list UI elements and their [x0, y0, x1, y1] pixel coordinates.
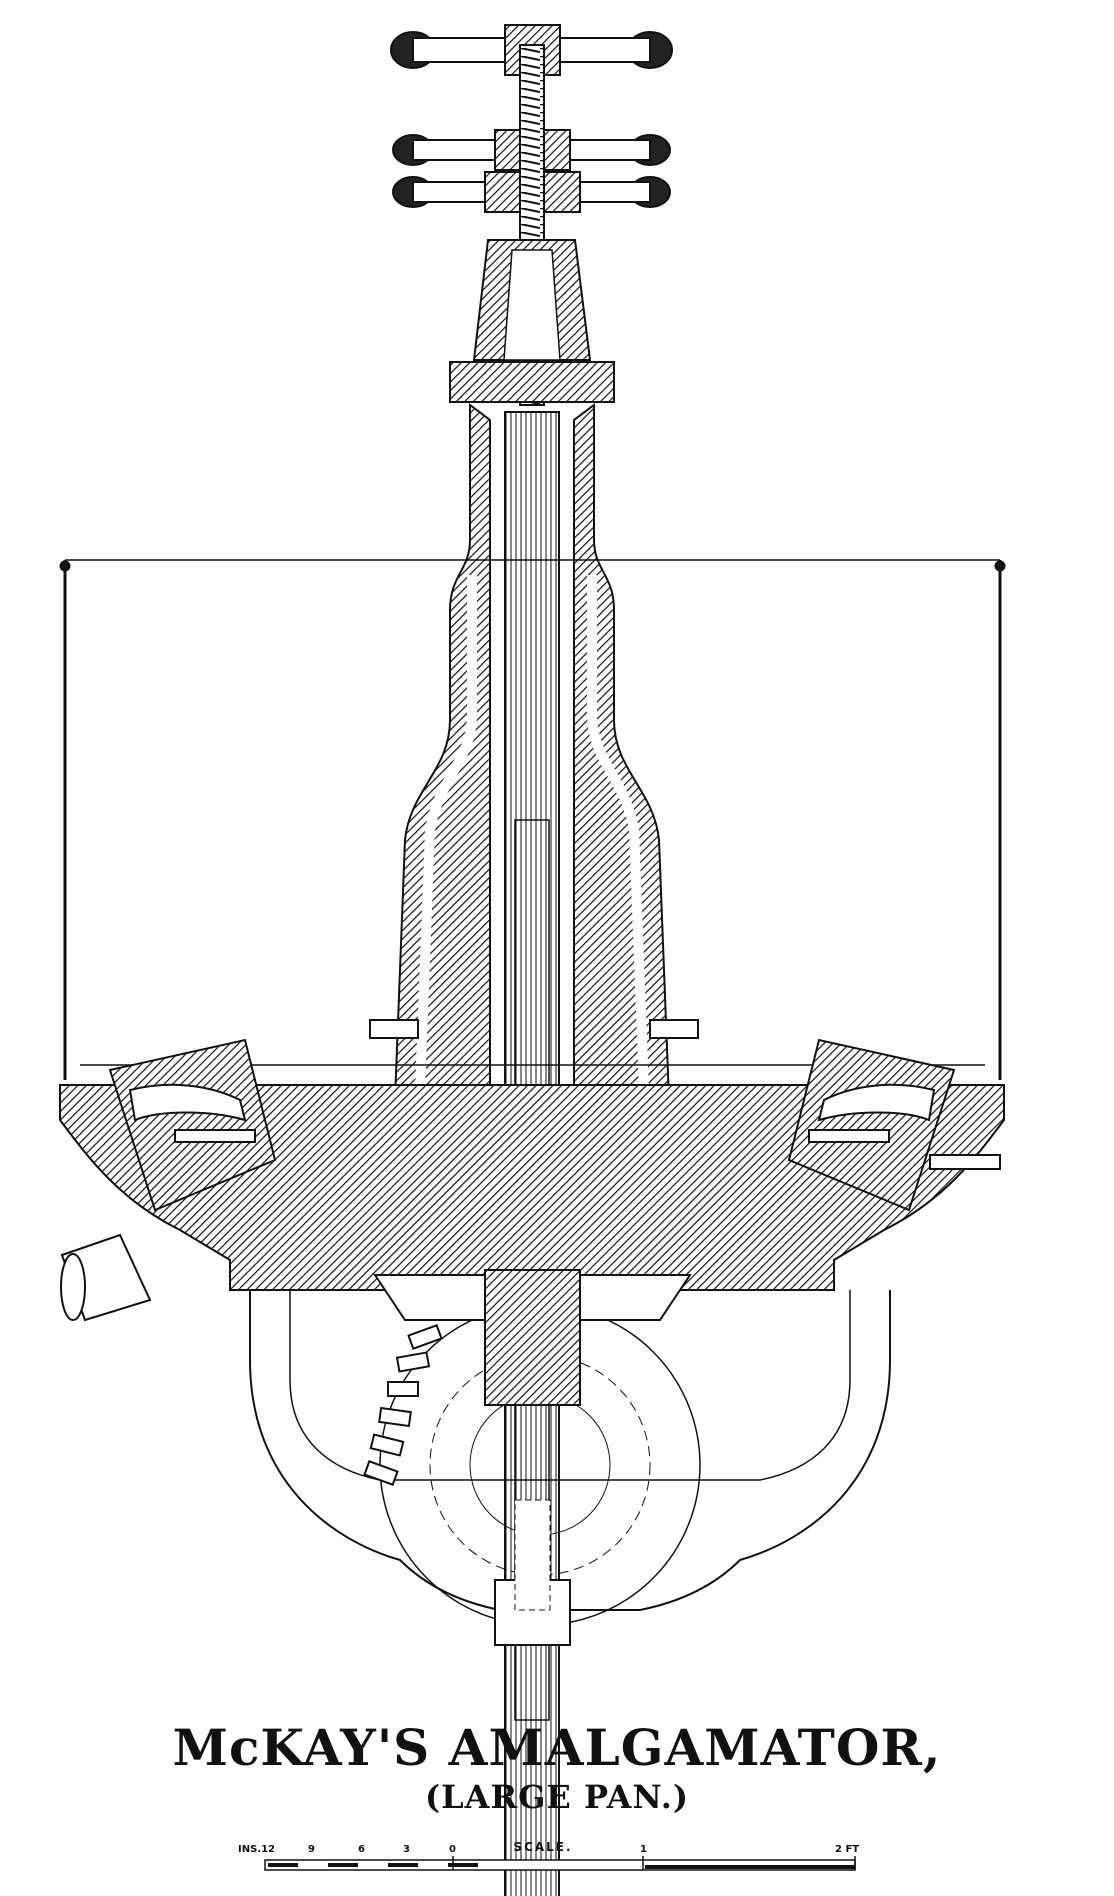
scale-label: SCALE. [513, 1840, 573, 1854]
scale-unit-left: INS.12 [238, 1844, 276, 1855]
scale-tick-1: 1 [640, 1844, 647, 1855]
pan-base [59, 1084, 1005, 1291]
side-bolts [369, 1019, 1001, 1170]
scale-tick-0: 0 [449, 1844, 456, 1855]
title-text: KAY'S AMALGAMATOR, [260, 1718, 942, 1777]
drawing-title: McKAY'S AMALGAMATOR, [0, 1718, 1114, 1777]
scale-tick-3: 3 [403, 1844, 410, 1855]
top-flange [449, 361, 615, 403]
muller-shoe-left [108, 1038, 277, 1212]
scale-tick-2ft: 2 FT [835, 1844, 860, 1855]
scale-tick-9: 9 [308, 1844, 315, 1855]
pan-wall [59, 559, 1006, 1080]
scale-tick-6: 6 [358, 1844, 365, 1855]
scale-bar [264, 1856, 856, 1871]
title-prefix: Mc [172, 1718, 261, 1777]
gear-teeth [363, 1324, 443, 1486]
muller-shoe-right [787, 1038, 956, 1212]
drawing-subtitle: (LARGE PAN.) [425, 1778, 689, 1816]
